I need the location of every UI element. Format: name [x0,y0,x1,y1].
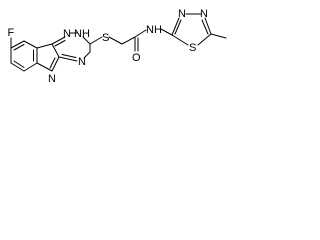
side-chain [89,28,173,52]
double-bond [201,19,209,35]
triazine-n-label: N [63,28,71,40]
bond [160,28,173,36]
triazine-nh-label: N [74,28,82,40]
triazine-n-right-label: N [78,56,86,68]
amide-h-label: H [154,24,162,36]
double-bond [13,44,25,51]
five-membered-ring [36,43,60,72]
bond [58,56,78,62]
bond [36,43,53,49]
bond [89,36,103,45]
fluorine-label: F [8,27,15,39]
bond [210,33,227,39]
benzene-ring [10,40,38,72]
bond [171,17,180,36]
double-bond [174,19,182,35]
bond [171,34,189,46]
double-bond [49,57,56,69]
bond [10,62,25,72]
bond [121,36,136,45]
bond [10,40,25,49]
thiadiazole-s-label: S [189,42,196,54]
bond [134,29,147,38]
bond [83,51,91,59]
bond [197,33,212,46]
carbonyl-oxygen-label: O [132,52,141,64]
double-bond [61,54,77,58]
triazine-nh-hydrogen-label: H [82,28,90,40]
thiadiazole-ring [171,13,227,46]
bond [51,43,60,58]
bond [108,36,123,45]
chemical-structure-diagram: F N N H N N S O N H N N S [8,8,227,85]
bond [23,62,38,72]
bond [36,62,53,72]
amide-n-label: N [146,24,154,36]
triazine-ring [51,32,91,62]
sulfur-link-label: S [102,32,109,44]
bond [51,36,66,45]
bond [204,17,212,35]
bond [82,36,91,45]
bond [23,40,38,49]
thiadiazole-n2-label: N [200,8,208,20]
bond [51,56,60,72]
thiadiazole-n1-label: N [178,8,186,20]
double-bond [54,40,66,47]
indole-n-label: N [48,73,56,85]
double-bond [13,60,25,68]
